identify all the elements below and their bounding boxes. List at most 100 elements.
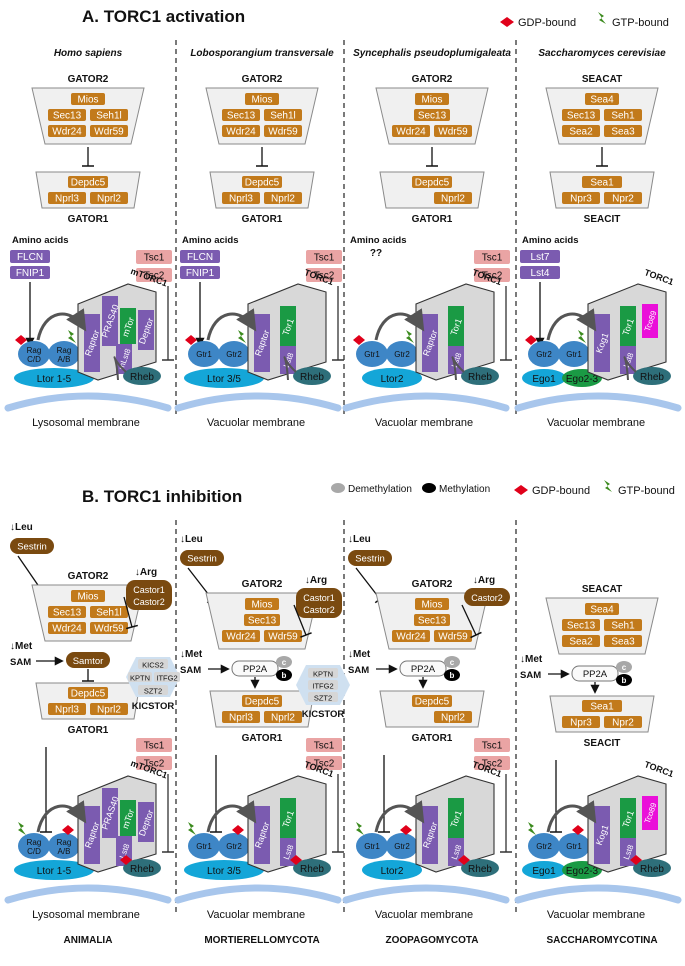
- panel-a-col-3-upper-sec13-box: [414, 109, 450, 121]
- panel-a-col-1-scene-raptor-box: [84, 314, 100, 372]
- panel-b-col-3-pp2a-label: PP2A: [411, 664, 436, 675]
- panel-a-col-2-tsc2-label: Tsc2: [314, 271, 335, 282]
- panel-a-col-3-scene-gtpase-1-label: Gtr2: [394, 350, 410, 359]
- panel-a-col-1-lower-nprl2-box: [90, 192, 128, 204]
- panel-a-col-3-tsc1-box: [474, 250, 510, 264]
- panel-a-col-1-lower-depdc5-label: Depdc5: [71, 178, 106, 189]
- panel-a-col-3-scene-gdp-icon: [353, 335, 365, 345]
- panel-a-col-1-species: Homo sapiens: [54, 48, 123, 59]
- panel-b-col-1-castor1-label: Castor1: [133, 585, 165, 595]
- panel-a-col-1-scene-pras40-box: [102, 296, 118, 346]
- panel-b-col-3-mark-c: c: [450, 658, 455, 667]
- panel-b-col-1-upper-seh1l-label: Seh1l: [96, 608, 122, 619]
- panel-a-col-4-scene-ego1-label: Ego1: [532, 374, 556, 385]
- panel-b-col-1-kptn-label: KPTN: [130, 674, 150, 683]
- panel-b-col-2-scene-scaffold-label: Ltor 3/5: [207, 866, 241, 877]
- panel-b-col-4-demethylation-mark: [616, 661, 632, 673]
- panel-b-col-3-upper-wdr24-box: [392, 630, 430, 642]
- panel-a-col-2-upper-seh1l-box: [264, 109, 302, 121]
- panel-a-col-2-scene-gtpase-1-label: Gtr2: [226, 350, 242, 359]
- panel-a-col-4-lst7-box: [520, 250, 560, 263]
- panel-b-col-2-upper-mios-box: [245, 598, 279, 610]
- panel-a-col-3: Syncephalis pseudoplumigaleataGATOR2Mios…: [342, 48, 512, 429]
- gtp-bolt-icon: [598, 12, 606, 24]
- panel-b-col-4-pp2a-label: PP2A: [583, 669, 608, 680]
- panel-b-col-1-lower-nprl3-label: Nprl3: [55, 705, 79, 716]
- panel-b-col-4-scene-rheb-shape: [633, 859, 671, 877]
- panel-b-col-2-castor-inhibition-bar: [300, 632, 312, 638]
- panel-b-col-4-upper-title: SEACAT: [582, 584, 622, 595]
- panel-b-col-2-castor-box: [296, 588, 342, 618]
- gdp-diamond-icon: [500, 17, 514, 27]
- panel-a-col-1-fnip1-box: [10, 266, 50, 279]
- panel-b-col-3-scene-scaffold-shape: [362, 860, 422, 880]
- panel-b-col-3-castor2-label: Castor2: [471, 593, 503, 603]
- panel-a-col-4-scene-rheb-shape: [633, 367, 671, 385]
- panel-b-col-1-scene-raptor-box: [84, 806, 100, 864]
- panel-a-col-4-lower-npr2-label: Npr2: [612, 194, 634, 205]
- panel-a-col-4-scene-tor1-box: [620, 306, 636, 346]
- panel-b-col-1-itfg2-box: [154, 672, 180, 682]
- panel-b-col-1-scene-gtpase-1-label: Rag: [57, 838, 72, 847]
- panel-b-col-3-tsc2-label: Tsc2: [482, 759, 503, 770]
- panel-b-col-3-lineage: ZOOPAGOMYCOTA: [386, 935, 479, 946]
- panel-a-col-3-scene-raptor-box: [422, 314, 438, 372]
- panel-a-col-3-scene-rheb-label: Rheb: [468, 372, 492, 383]
- panel-b-col-2-tsc1-label: Tsc1: [314, 741, 335, 752]
- methylation-icon: [422, 483, 436, 493]
- panel-b-col-2-scene-scaffold-shape: [184, 860, 264, 880]
- panel-a-col-4-scene-gtpase-1-label: Gtr1: [566, 350, 582, 359]
- panel-a-col-2-scene-membrane-label: Vacuolar membrane: [207, 417, 305, 429]
- panel-b-col-2-leu: ↓Leu: [180, 534, 203, 545]
- panel-b-col-2-szt2-label: SZT2: [314, 694, 332, 703]
- panel-a-col-2-amino-acids: Amino acids: [182, 235, 239, 246]
- panel-a-col-3-scene-rheb-shape: [461, 367, 499, 385]
- panel-a-col-2-species: Lobosporangium transversale: [190, 48, 334, 59]
- panel-b-col-1-castor2-label: Castor2: [133, 597, 165, 607]
- panel-a-col-2-lower-nprl2-box: [264, 192, 302, 204]
- panel-a-col-1-scene-membrane-label: Lysosomal membrane: [32, 417, 140, 429]
- panel-b-col-3-upper-mios-box: [415, 598, 449, 610]
- panel-a-col-2-scene-gtp-icon: [238, 330, 246, 343]
- panel-a-col-2-scene-scaffold-label: Ltor 3/5: [207, 374, 241, 385]
- panel-a-col-2-flcn-box: [180, 250, 220, 263]
- panel-b-col-1-scene-scaffold-shape: [14, 860, 94, 880]
- panel-b-col-1-upper-mios-box: [71, 590, 105, 602]
- panel-a-col-2-fnip1-label: FNIP1: [186, 268, 215, 279]
- panel-b-col-4-lineage: SACCHAROMYCOTINA: [546, 935, 657, 946]
- panel-a-col-1-scene-gtpase-1-shape: [48, 341, 80, 367]
- panel-b-col-3-scene-rheb-label: Rheb: [468, 864, 492, 875]
- panel-b-col-2-mark-c: c: [282, 658, 287, 667]
- panel-b-col-3-scene-gtpase-0-label: Gtr1: [364, 842, 380, 851]
- panel-b-col-1-kics2-box: [138, 659, 168, 669]
- panel-a-col-1-scene-scaffold-shape: [14, 368, 94, 388]
- panel-b-col-4-upper-sea3-label: Sea3: [611, 637, 635, 648]
- panel-a-col-1-scene-mtor-box: [120, 308, 136, 344]
- panel-b-col-3-arg: ↓Arg: [473, 575, 495, 586]
- panel-b-col-4-scene-ego1-shape: [522, 861, 566, 879]
- panel-b-col-1-kics2-label: KICS2: [142, 661, 164, 670]
- panel-b-col-1-lower-nprl2-label: Nprl2: [97, 705, 121, 716]
- panel-a-col-1-tsc1-box: [136, 250, 172, 264]
- panel-b-col-3-sestrin-label: Sestrin: [355, 554, 385, 565]
- panel-a-col-4-lst7-label: Lst7: [531, 252, 550, 263]
- panel-a-col-1-lower-nprl3-box: [48, 192, 86, 204]
- panel-b-col-4-met: ↓Met: [520, 654, 543, 665]
- panel-b-col-4-mark-c: c: [622, 663, 627, 672]
- panel-b-col-1-upper-wdr59-box: [90, 622, 128, 634]
- panel-b-col-3-lower-nprl2-box: [434, 711, 472, 723]
- panel-a-col-4-upper-seh1-label: Seh1: [611, 111, 635, 122]
- panel-b-col-3-demethylation-mark: [444, 656, 460, 668]
- panel-b-col-3-tsc1-label: Tsc1: [482, 741, 503, 752]
- panel-b-col-1-samtor-box: [66, 652, 110, 668]
- panel-b-col-1-tsc2-label: Tsc2: [144, 759, 165, 770]
- legend-methylation-label: Methylation: [439, 484, 490, 495]
- panel-b-col-3-upper-wdr24-label: Wdr24: [396, 632, 426, 643]
- panel-b-col-3-castor-inhibition-line: [461, 604, 477, 636]
- panel-b-col-4-scene-tor1-box: [620, 798, 636, 838]
- panel-a-col-1-scene-rheb-label: Rheb: [130, 372, 154, 383]
- panel-b-col-3-sestrin-box: [348, 550, 392, 566]
- panel-b-col-2-scene-raptor-box: [254, 806, 270, 864]
- panel-a-col-1-upper-seh1l-box: [90, 109, 128, 121]
